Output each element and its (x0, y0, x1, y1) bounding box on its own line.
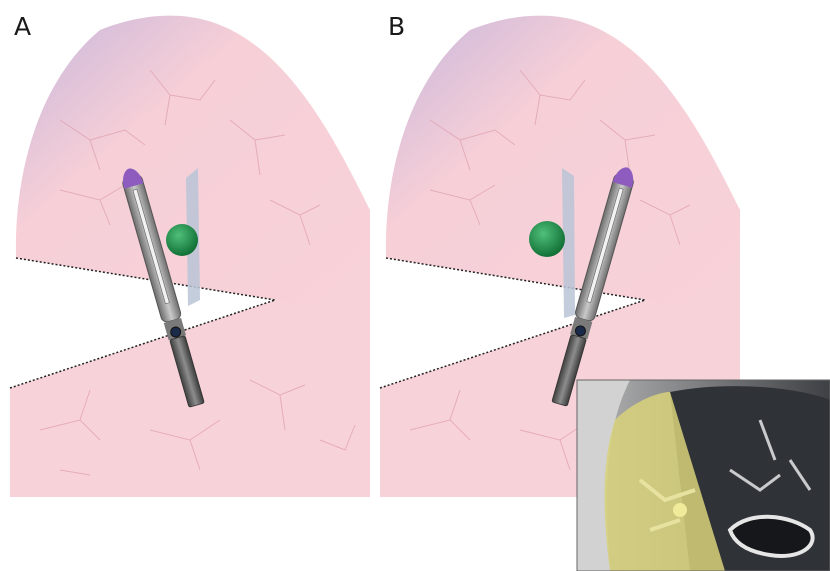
ct-inset (577, 380, 830, 571)
panel-label-b: B (388, 12, 406, 41)
panel-b: B (370, 0, 830, 571)
panel-a-illustration (0, 0, 400, 571)
nodule (529, 221, 565, 257)
panel-label-a: A (14, 12, 32, 41)
nodule (166, 224, 198, 256)
panel-b-illustration (370, 0, 830, 571)
panel-a: A (0, 0, 400, 571)
